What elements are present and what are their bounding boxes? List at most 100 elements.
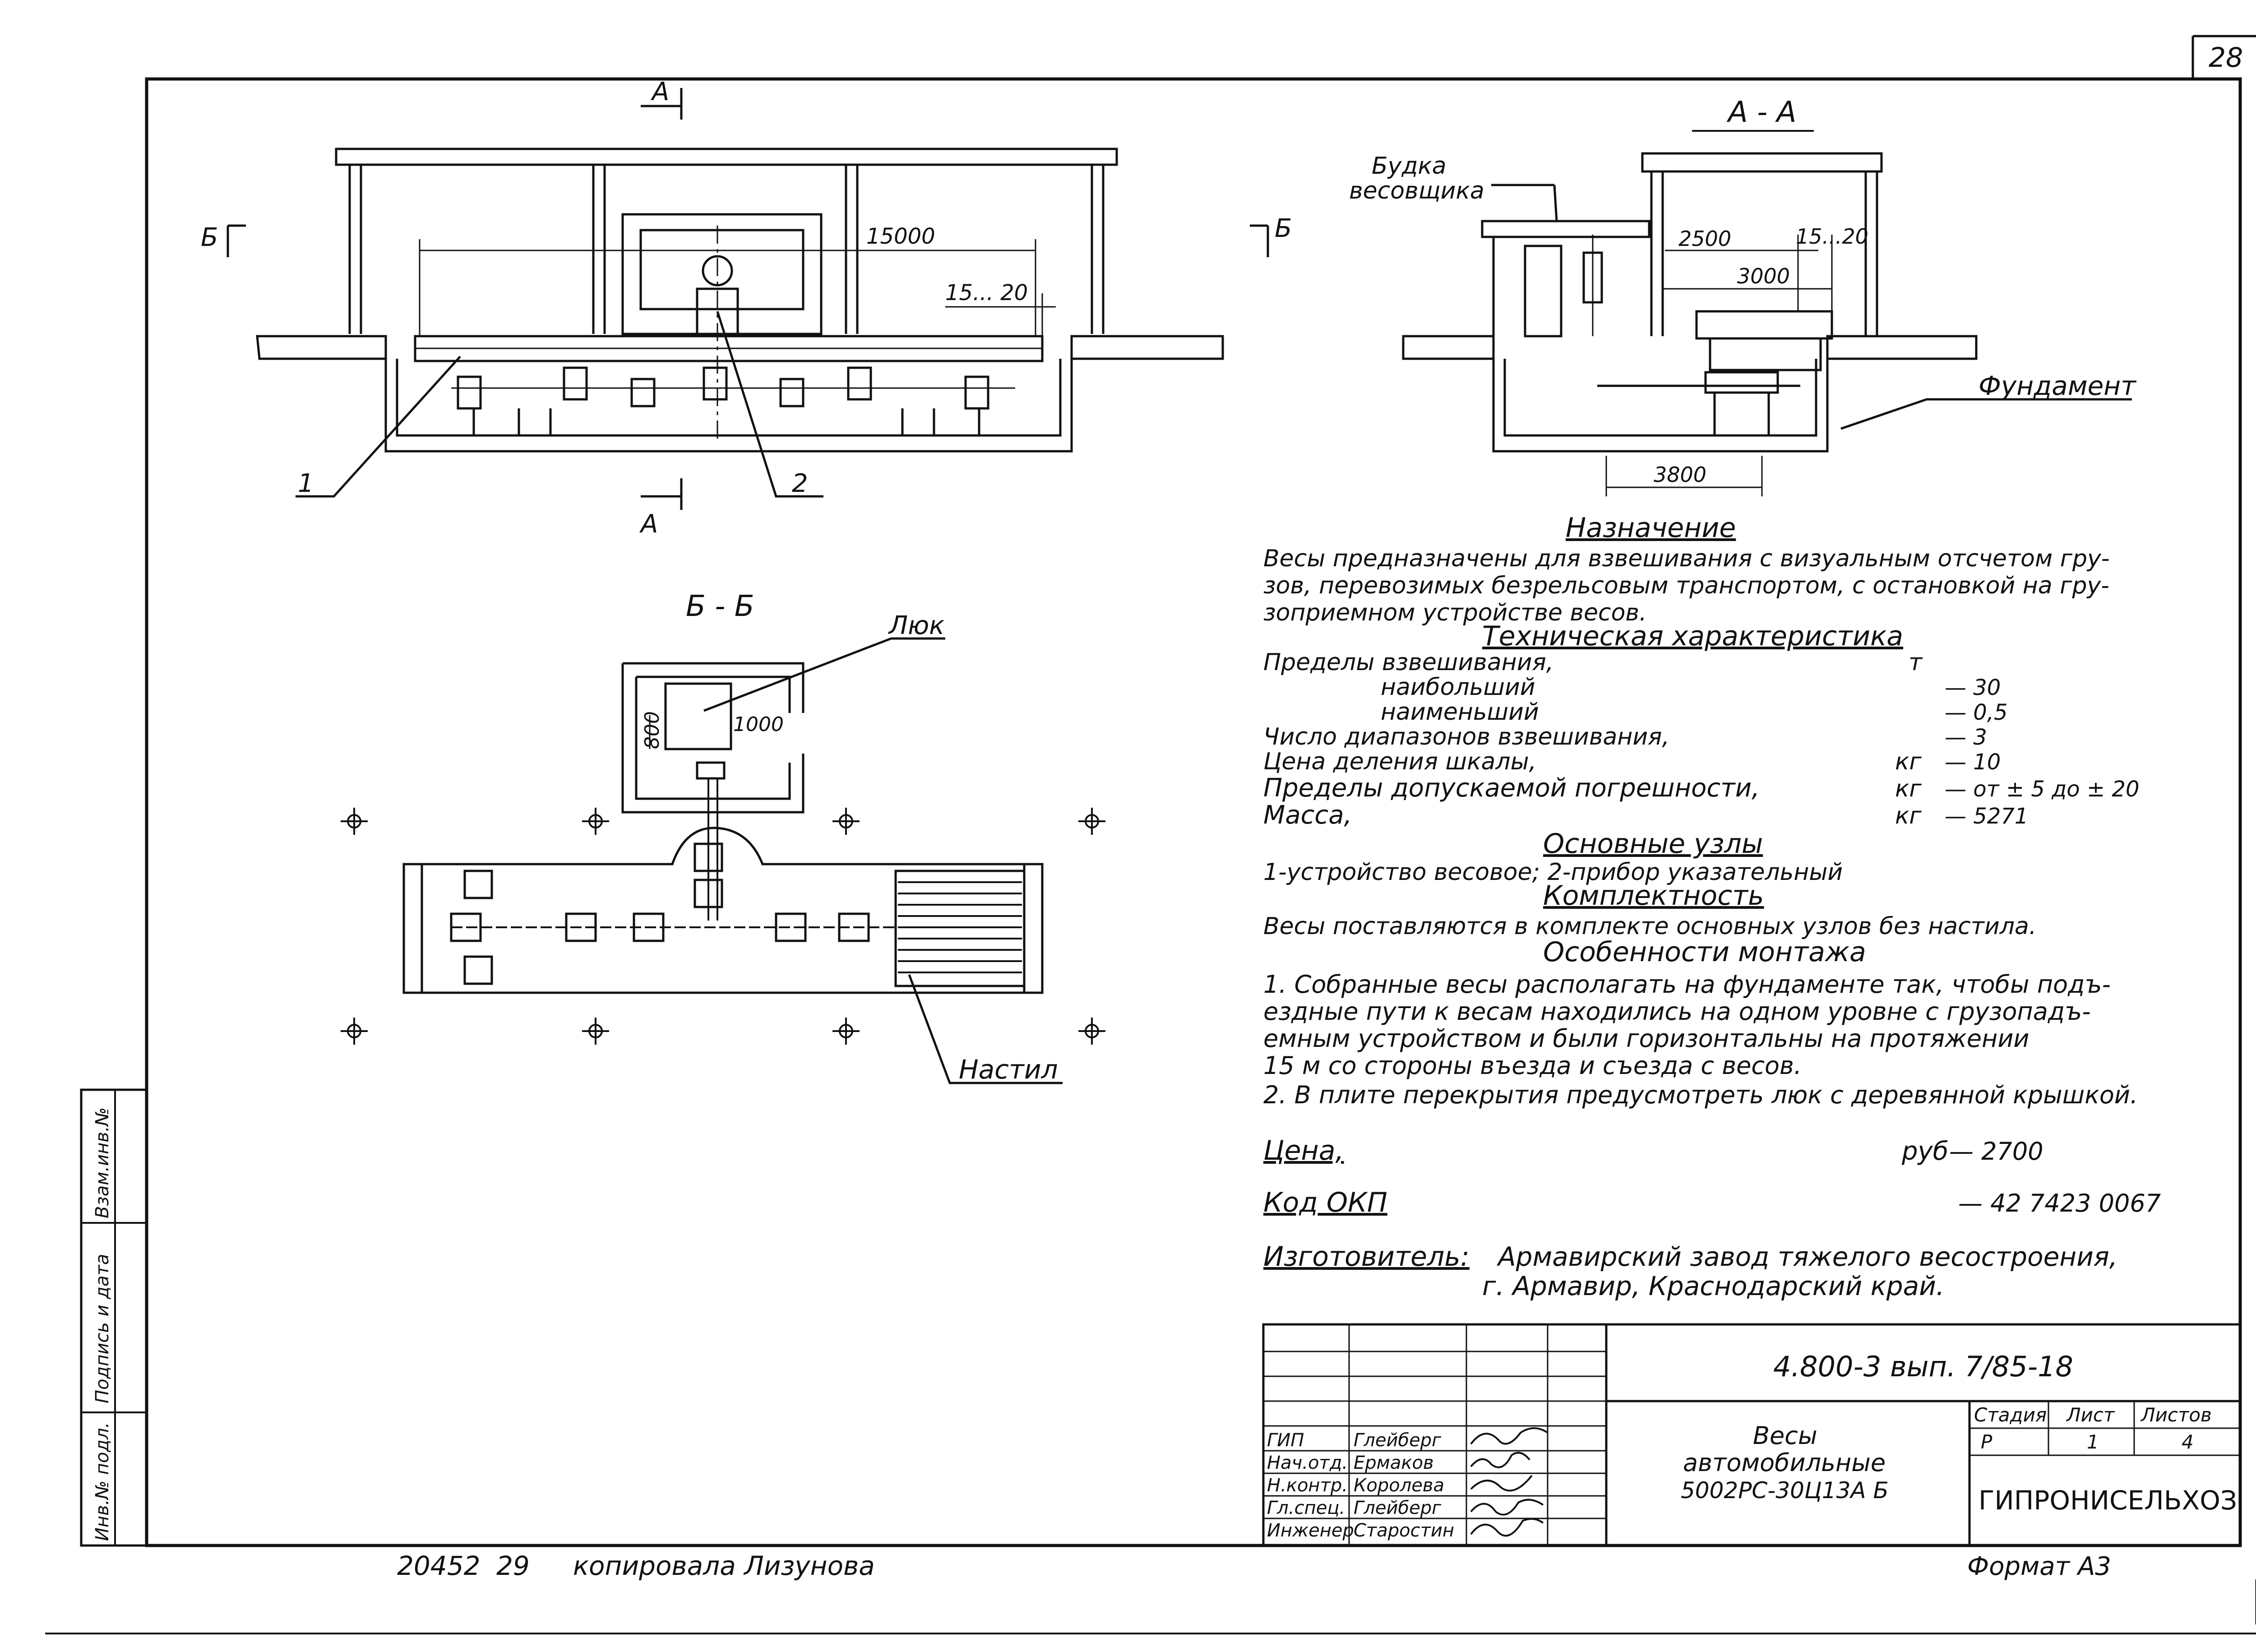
spec-label: наибольший: [1381, 674, 1535, 701]
dim-gap-side: 15...20: [1796, 224, 1868, 249]
purpose-title: Назначение: [1566, 512, 1736, 544]
section-aa-view: [1402, 130, 2132, 496]
purpose-line: зов, перевозимых безрельсовым транспорто…: [1263, 572, 2109, 599]
sheets-value: 4: [2182, 1431, 2194, 1453]
staff-name: Ермаков: [1354, 1453, 1434, 1473]
staff-role: Инженер: [1267, 1520, 1354, 1541]
anchor-mark: [1078, 1018, 1105, 1045]
anchor-mark: [832, 1018, 860, 1045]
side-stamp: Инв.№ подл. Подпись и дата Взам.инв.№: [80, 1088, 148, 1547]
sheet-value: 1: [2087, 1431, 2099, 1453]
spec-value: — от ± 5 до ± 20: [1945, 777, 2139, 802]
staff-name: Старостин: [1354, 1520, 1454, 1541]
deck-label: Настил: [959, 1054, 1058, 1085]
cut-a-bottom-label: А: [639, 509, 658, 539]
price-unit: руб: [1901, 1137, 1948, 1166]
dim-3800: 3800: [1654, 463, 1706, 487]
stage-value: Р: [1981, 1431, 1992, 1453]
anchor-mark: [341, 808, 368, 835]
staff-role: Н.контр.: [1267, 1475, 1348, 1496]
product-line-3: 5002РС-30Ц13А Б: [1681, 1477, 1889, 1504]
anchor-mark: [582, 808, 609, 835]
set-title: Комплектность: [1543, 880, 1764, 912]
spec-value: — 10: [1945, 750, 2001, 775]
mount-title: Особенности монтажа: [1543, 936, 1866, 968]
title-block-text: 4.800-3 вып. 7/85-18 Весы автомобильные …: [1267, 1350, 2237, 1541]
anchor-mark: [832, 808, 860, 835]
staff-name: Глейберг: [1354, 1430, 1442, 1451]
anchor-mark: [582, 1018, 609, 1045]
signature: [1470, 1499, 1544, 1516]
dim-1000: 1000: [733, 713, 784, 736]
footer: 20452 29 копировала Лизунова Формат А3: [397, 1550, 2111, 1581]
section-bb-view: [402, 637, 1063, 1084]
title-block: [1262, 1323, 2242, 1547]
front-dim-gap: 15... 20: [945, 280, 1028, 305]
dim-800: 800: [641, 711, 664, 749]
purpose-line: Весы предназначены для взвешивания с виз…: [1263, 545, 2110, 572]
spec-unit: кг: [1895, 775, 1922, 802]
spec-label: Пределы взвешивания,: [1263, 649, 1553, 676]
stamp-inv-orig: Инв.№ подл.: [92, 1422, 113, 1541]
section-aa-title: А - А: [1726, 96, 1796, 129]
maker-label: Изготовитель:: [1263, 1241, 1470, 1273]
notes-block: Назначение Весы предназначены для взвеши…: [1263, 512, 2161, 1301]
spec-label: Число диапазонов взвешивания,: [1263, 723, 1669, 750]
spec-title: Техническая характеристика: [1482, 620, 1903, 652]
anchor-mark: [1078, 808, 1105, 835]
anchor-mark: [341, 1018, 368, 1045]
spec-label: Пределы допускаемой погрешности,: [1263, 773, 1760, 803]
spec-unit: т: [1909, 649, 1923, 676]
sheet-number: 28: [2209, 42, 2243, 74]
front-view-labels: А А Б Б 15000 15... 20 1 2: [201, 77, 1292, 539]
okp-value: — 42 7423 0067: [1958, 1189, 2161, 1217]
callout-2: 2: [792, 469, 808, 498]
mount-line: 2. В плите перекрытия предусмотреть люк …: [1263, 1081, 2138, 1109]
staff-role: Нач.отд.: [1267, 1453, 1348, 1473]
spec-unit: кг: [1895, 748, 1922, 775]
mount-line: емным устройством и были горизонтальны н…: [1263, 1024, 2029, 1053]
price-value: — 2700: [1949, 1137, 2043, 1166]
signatures: [1470, 1427, 1549, 1537]
sheet-header: Лист: [2066, 1404, 2115, 1426]
spec-value: — 3: [1945, 725, 1987, 750]
spec-unit: кг: [1895, 802, 1922, 829]
sheets-header: Листов: [2140, 1404, 2212, 1426]
section-bb-title: Б - Б: [686, 590, 754, 623]
booth-label-1: Будка: [1372, 153, 1447, 180]
cut-b-right-label: Б: [1275, 214, 1292, 243]
cut-b-left-label: Б: [201, 223, 218, 252]
front-view: [227, 88, 1269, 510]
section-bb-labels: Б - Б Люк 800 1000 Настил: [641, 590, 1058, 1085]
purpose-line: зоприемном устройстве весов.: [1263, 599, 1647, 626]
front-dim-span: 15000: [866, 224, 935, 249]
booth-label-2: весовщика: [1349, 177, 1484, 204]
hatch-label: Люк: [888, 611, 944, 640]
spec-value: — 0,5: [1945, 700, 2008, 725]
maker-line-1: Армавирский завод тяжелого весостроения,: [1496, 1241, 2117, 1272]
footer-format: Формат А3: [1967, 1552, 2111, 1581]
section-aa-labels: А - А Будка весовщика 2500 15...20 3000 …: [1349, 96, 2137, 487]
mount-line: 1. Собранные весы располагать на фундаме…: [1263, 970, 2111, 999]
staff-name: Глейберг: [1354, 1498, 1442, 1518]
signature: [1470, 1475, 1533, 1492]
spec-label: Масса,: [1263, 801, 1352, 830]
mount-line: 15 м со стороны въезда и съезда с весов.: [1263, 1051, 1802, 1080]
organization: ГИПРОНИСЕЛЬХОЗ: [1979, 1485, 2237, 1516]
units-title: Основные узлы: [1543, 828, 1763, 860]
anchor-marks: [341, 808, 1105, 1045]
dim-2500: 2500: [1678, 227, 1731, 251]
stamp-inv-instead: Взам.инв.№: [92, 1107, 113, 1218]
okp-label: Код ОКП: [1263, 1187, 1387, 1218]
staff-role: Гл.спец.: [1267, 1498, 1345, 1518]
maker-line-2: г. Армавир, Краснодарский край.: [1482, 1271, 1944, 1301]
stamp-sign-date: Подпись и дата: [92, 1254, 113, 1403]
set-line: Весы поставляются в комплекте основных у…: [1263, 913, 2036, 940]
spec-label: Цена деления шкалы,: [1263, 748, 1536, 775]
product-line-2: автомобильные: [1683, 1448, 1886, 1477]
cut-a-top-label: А: [651, 77, 669, 106]
units-line: 1-устройство весовое; 2-прибор указатель…: [1263, 859, 1843, 886]
footer-number: 20452: [397, 1550, 481, 1581]
callout-1: 1: [298, 469, 314, 498]
